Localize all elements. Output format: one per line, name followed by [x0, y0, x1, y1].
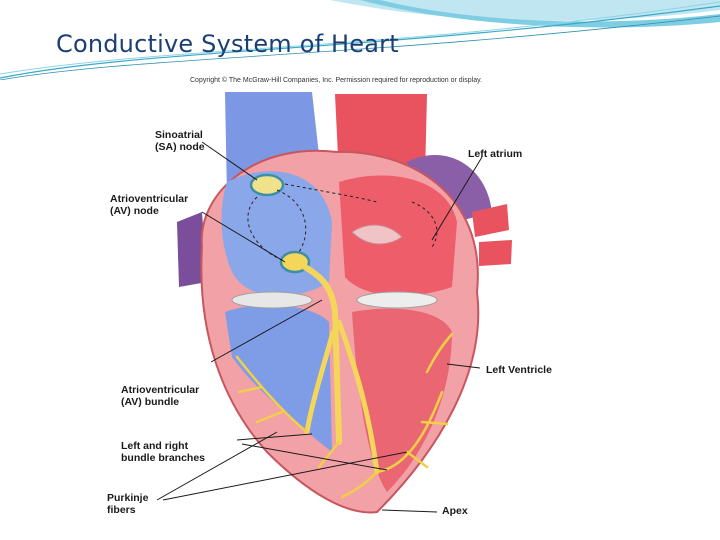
copyright-notice: Copyright © The McGraw-Hill Companies, I…: [190, 77, 483, 84]
label-left-ventricle: Left Ventricle: [486, 364, 552, 376]
purkinje-fibers: [235, 332, 454, 499]
av-bundle-path: [302, 264, 342, 445]
label-av-node: Atrioventricular (AV) node: [110, 193, 188, 217]
label-av-bundle-line2: (AV) bundle: [121, 396, 180, 408]
label-bundle-branches: Left and right bundle branches: [121, 440, 205, 464]
label-purkinje-fibers: Purkinje fibers: [107, 492, 148, 516]
label-bundle-branches-line1: Left and right: [121, 440, 189, 452]
header-decoration: [0, 0, 720, 80]
label-sa-node-line1: Sinoatrial: [155, 129, 203, 141]
label-bundle-branches-line2: bundle branches: [121, 452, 206, 464]
label-purkinje-line1: Purkinje: [107, 492, 149, 504]
label-apex: Apex: [442, 505, 468, 517]
label-sa-node: Sinoatrial (SA) node: [155, 129, 205, 153]
label-left-atrium: Left atrium: [468, 148, 523, 160]
left-bundle-branch: [336, 319, 380, 475]
sa-node: [249, 173, 285, 197]
label-sa-node-line2: (SA) node: [155, 141, 205, 153]
label-av-node-line2: (AV) node: [110, 205, 159, 217]
label-av-bundle: Atrioventricular (AV) bundle: [121, 384, 199, 408]
pulmonary-arteries-left: [177, 212, 207, 287]
pulmonary-trunk: [407, 155, 492, 222]
label-av-bundle-line1: Atrioventricular: [121, 384, 200, 396]
label-av-node-line1: Atrioventricular: [110, 193, 189, 205]
left-ventricle-chamber: [352, 308, 452, 492]
heart-conduction-illustration: [156, 92, 512, 514]
right-ventricle: [225, 305, 332, 452]
right-bundle-branch: [304, 329, 336, 435]
label-purkinje-line2: fibers: [107, 504, 136, 516]
slide-title: Conductive System of Heart: [56, 30, 399, 58]
pulmonary-veins: [472, 204, 512, 266]
